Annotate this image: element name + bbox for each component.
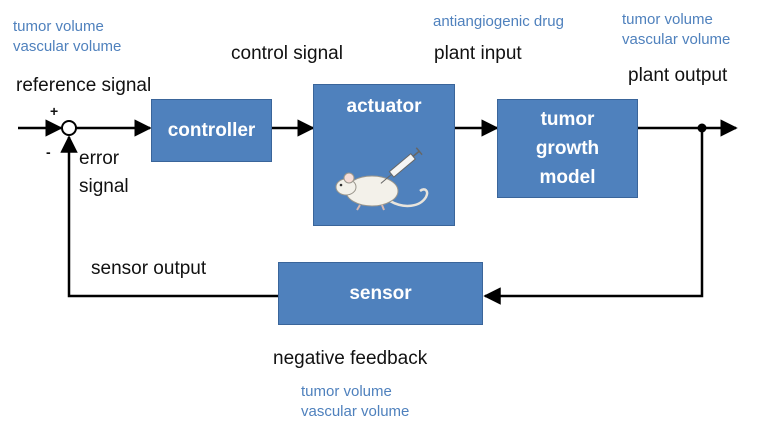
minus-sign: - — [46, 144, 51, 160]
drug-annotation: antiangiogenic drug — [433, 13, 564, 30]
output-states-annotation: tumor volume vascular volume — [622, 11, 731, 48]
control-signal-label: control signal — [231, 43, 343, 64]
plus-sign: + — [50, 103, 59, 119]
reference-signal-label: reference signal — [16, 75, 152, 96]
reference-states-annotation: tumor volume vascular volume — [13, 18, 122, 55]
sensor-block: sensor — [278, 262, 483, 325]
plant-output-label: plant output — [628, 65, 728, 86]
sensor-output-label: sensor output — [91, 258, 207, 279]
summing-junction — [61, 120, 77, 136]
feedback-path — [483, 128, 704, 305]
controller-block: controller — [151, 99, 272, 162]
negative-feedback-label: negative feedback — [273, 348, 428, 369]
tumor-growth-model-block: tumor growth model — [497, 99, 638, 198]
error-signal-label-line2: signal — [79, 176, 129, 197]
actuator-label: actuator — [346, 96, 422, 117]
sensor-output-path — [60, 135, 278, 298]
sensor-states-annotation: tumor volume vascular volume — [301, 383, 410, 420]
error-signal-label-line1: error — [79, 148, 120, 169]
actuator-block: actuator — [313, 84, 455, 226]
plant-input-label: plant input — [434, 43, 522, 64]
mouse-with-syringe-icon — [335, 147, 429, 211]
